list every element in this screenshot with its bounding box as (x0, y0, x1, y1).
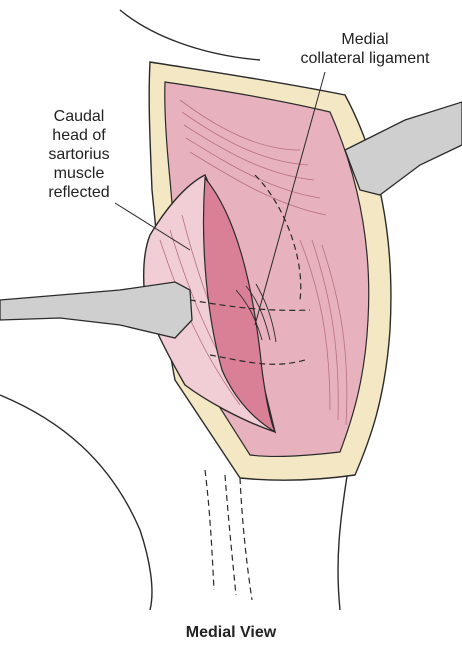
mcl-label-line-1: Medial (341, 31, 389, 48)
surgical-illustration (0, 9, 462, 610)
mcl-label: Medial collateral ligament (270, 30, 460, 68)
limb-outline-left (0, 394, 153, 610)
left-retractor (0, 281, 193, 339)
figure-caption: Medial View (185, 624, 277, 641)
deep-joint-region (202, 176, 277, 434)
right-retractor (344, 101, 462, 196)
dashed-guide-lines (189, 174, 311, 601)
sartorius-label-line-4: muscle (53, 165, 105, 182)
sartorius-label-line-1: Caudal (53, 108, 105, 125)
sartorius-label: Caudal head of sartorius muscle reflecte… (20, 107, 138, 202)
sartorius-label-line-2: head of (52, 127, 106, 144)
sartorius-label-line-5: reflected (48, 184, 110, 201)
limb-outline-right (337, 469, 349, 610)
mcl-leader-line (254, 71, 326, 326)
limb-outline (119, 9, 261, 61)
mcl-label-line-2: collateral ligament (300, 50, 430, 67)
sartorius-label-line-3: sartorius (48, 146, 110, 163)
muscle-striations (179, 99, 348, 426)
sartorius-leader-line (114, 202, 191, 251)
